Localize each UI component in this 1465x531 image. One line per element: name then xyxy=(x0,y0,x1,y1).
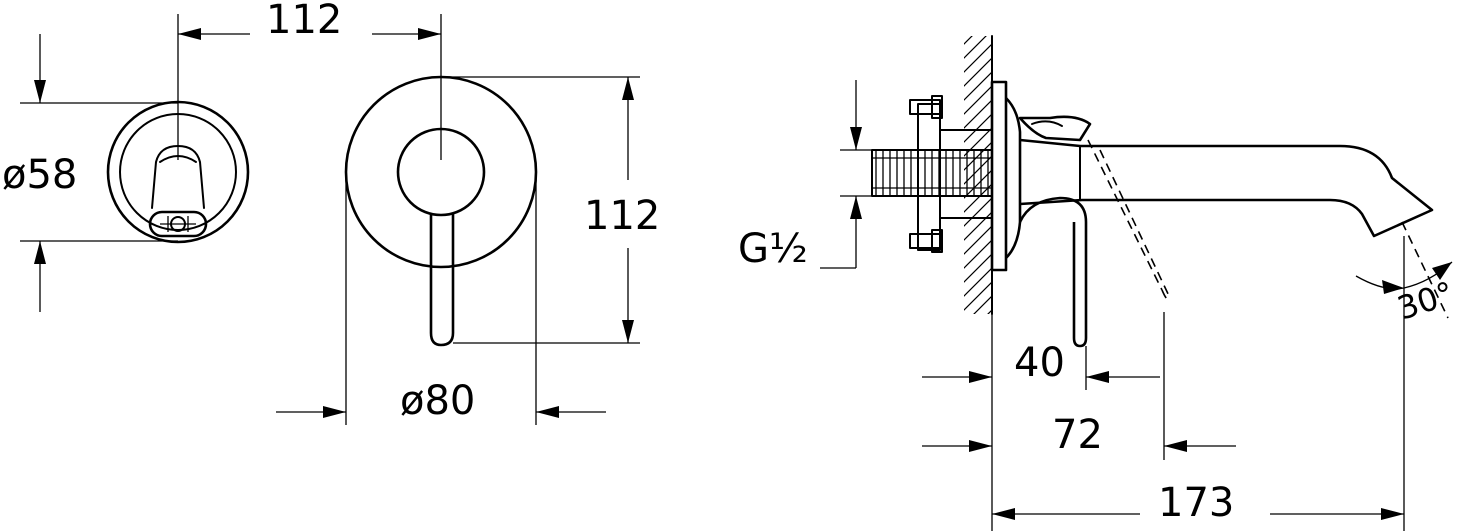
mixer-side-view xyxy=(871,35,1449,348)
spout-length-dimension: 173 xyxy=(992,480,1404,526)
spout-angle-label: 30° xyxy=(1393,274,1459,328)
front-width-label: 112 xyxy=(266,0,342,43)
depth-short-dimension: 40 xyxy=(922,314,1160,531)
depth-mid-dimension: 72 xyxy=(922,312,1236,460)
plate-diameter-label: ø80 xyxy=(400,378,475,424)
spout-angle-dimension: 30° xyxy=(1355,236,1459,531)
spout-length-label: 173 xyxy=(1158,480,1234,526)
diverter-diameter-label: ø58 xyxy=(2,152,77,198)
depth-short-label: 40 xyxy=(1014,340,1065,386)
front-width-dimension: 112 xyxy=(177,0,442,160)
thread-dimension: G½ xyxy=(738,80,872,272)
diverter-diameter-dimension: ø58 xyxy=(2,34,178,312)
plate-diameter-dimension: ø80 xyxy=(276,172,606,425)
depth-mid-label: 72 xyxy=(1052,412,1103,458)
front-height-label: 112 xyxy=(584,193,660,239)
front-height-dimension: 112 xyxy=(441,76,660,344)
thread-label: G½ xyxy=(738,226,808,272)
